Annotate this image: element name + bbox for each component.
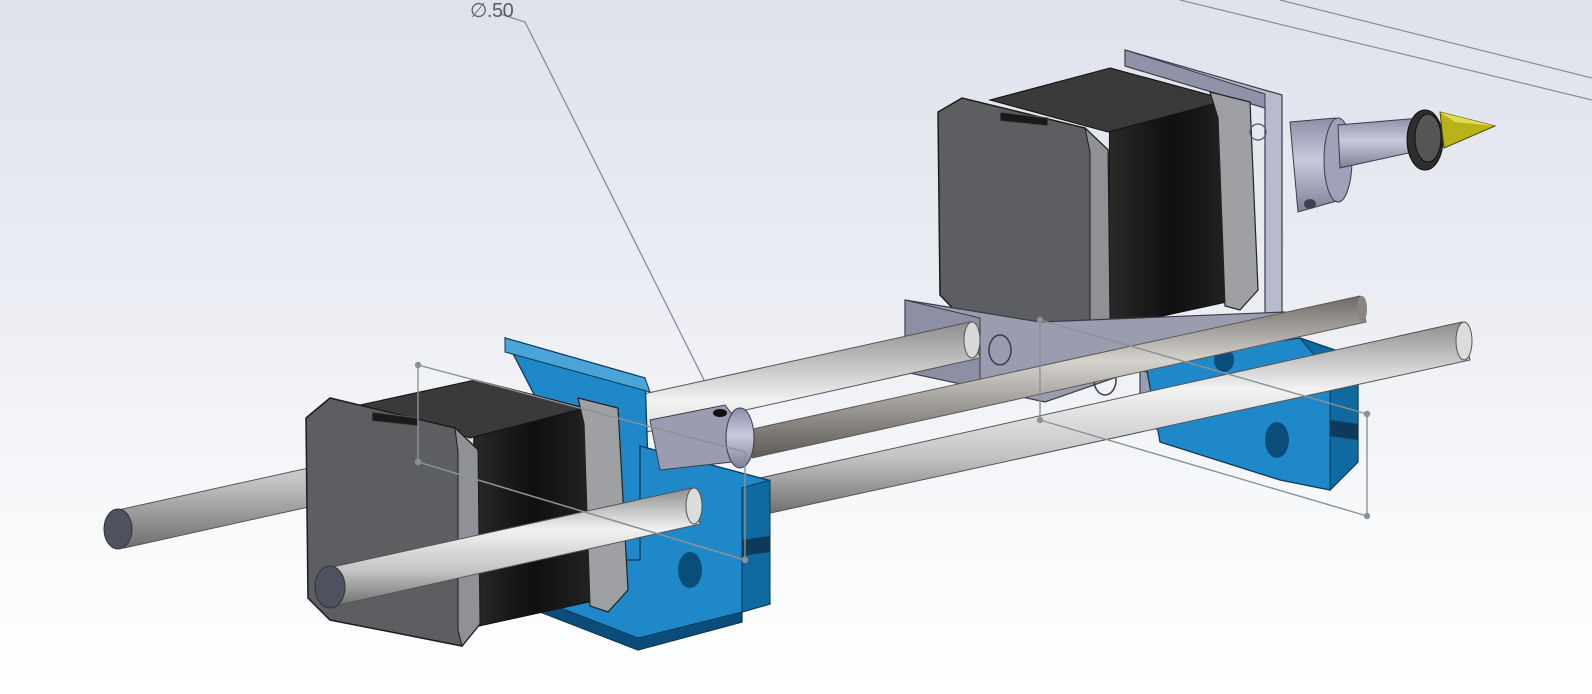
sketch-box-right[interactable] [1036, 316, 1371, 520]
dimension-leader-line[interactable] [499, 13, 719, 409]
reference-line-1 [1179, 0, 1592, 101]
rod-end-front-left [314, 565, 346, 609]
right-motor-plate[interactable] [1124, 49, 1283, 331]
left-coupler[interactable] [649, 404, 755, 471]
right-stepper-motor[interactable] [937, 67, 1267, 346]
rod-end-left [103, 508, 133, 550]
set-screw-hole[interactable] [713, 409, 727, 417]
spindle-assembly[interactable] [1289, 109, 1497, 213]
reference-line-2 [1279, 0, 1592, 79]
diameter-dimension-label[interactable]: ∅.50 [470, 0, 514, 22]
sketch-box-left[interactable] [414, 361, 749, 564]
